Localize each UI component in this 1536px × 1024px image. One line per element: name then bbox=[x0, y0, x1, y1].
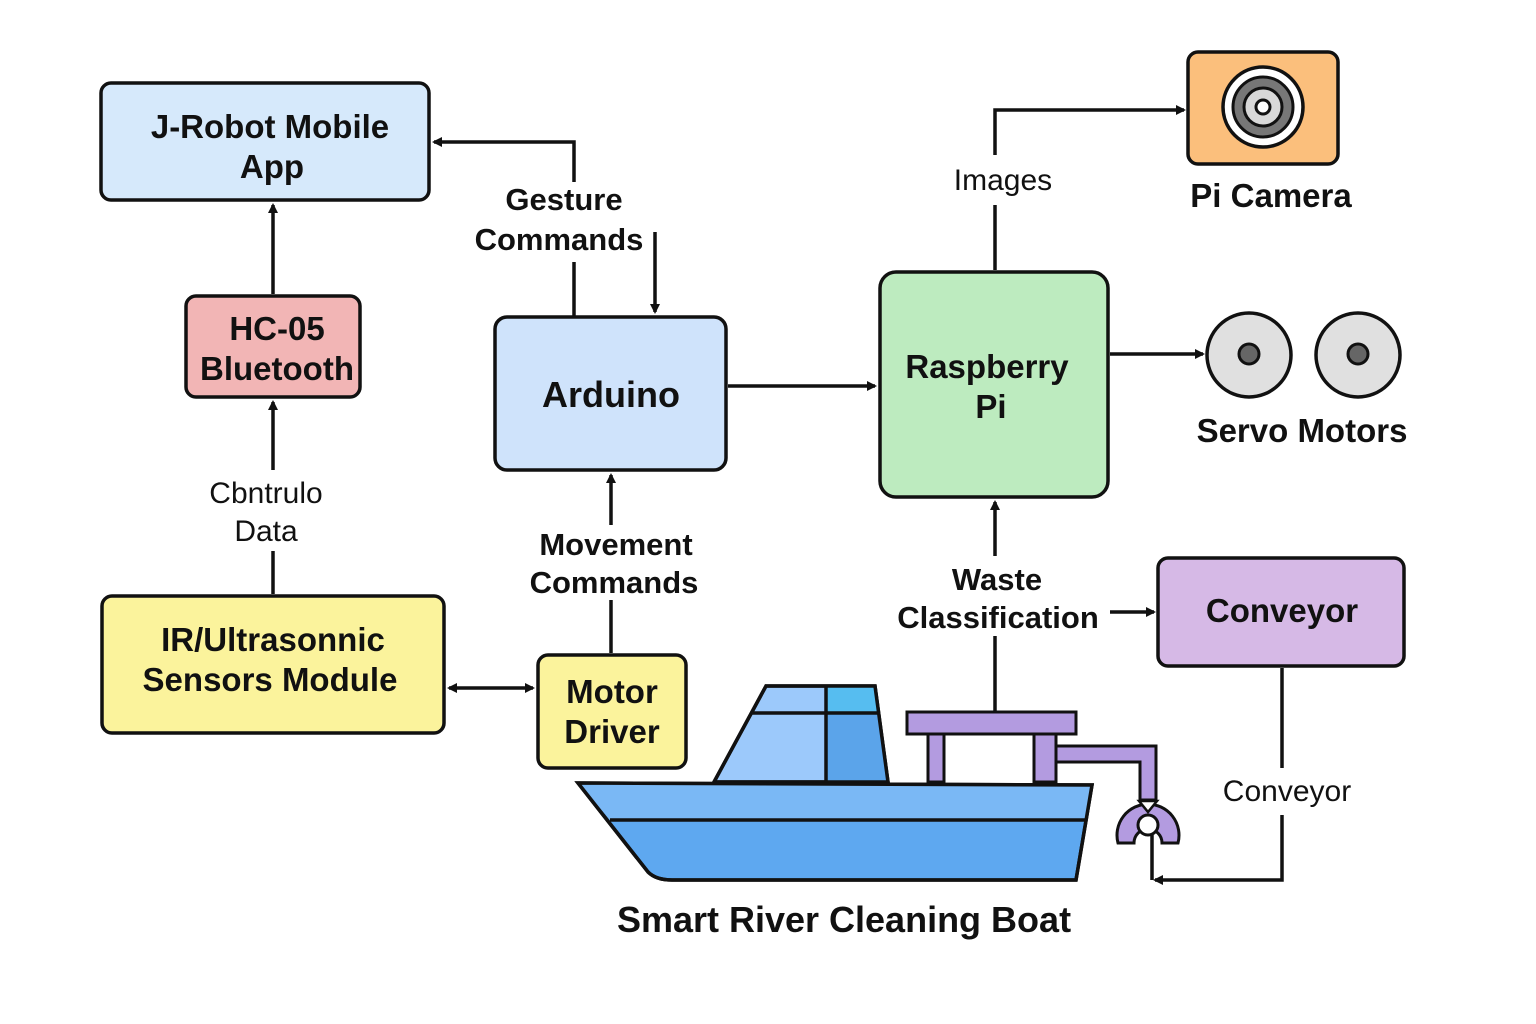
bluetooth-box bbox=[184, 294, 362, 399]
mobile-app-label-line1: J-Robot Mobile bbox=[151, 108, 389, 145]
boat-illustration: Smart River Cleaning Boat bbox=[574, 684, 1181, 940]
camera-lens-icon bbox=[1221, 65, 1305, 149]
movement-label-line2: Commands bbox=[530, 565, 699, 600]
pi-camera-node: Pi Camera bbox=[1186, 50, 1352, 214]
arduino-box bbox=[493, 315, 728, 472]
conveyor-box bbox=[1156, 556, 1406, 668]
conveyor-to-claw-arrow bbox=[1153, 815, 1284, 885]
waste-label-line1: Waste bbox=[952, 562, 1042, 597]
sensors-label-line2: Sensors Module bbox=[143, 661, 398, 698]
motor-driver-label-line2: Driver bbox=[564, 713, 660, 750]
control-data-label-line2: Data bbox=[234, 515, 298, 548]
movement-label-line1: Movement bbox=[539, 527, 692, 562]
bluetooth-label-line1: HC-05 bbox=[229, 310, 324, 347]
arduino-label: Arduino bbox=[542, 374, 680, 415]
waste-label-line2: Classification bbox=[897, 600, 1099, 635]
mobile-app-box bbox=[99, 81, 431, 202]
arduino-node: Arduino bbox=[493, 315, 728, 472]
servo-motors-node: Servo Motors bbox=[1197, 311, 1408, 449]
raspberry-pi-node: Raspberry Pi bbox=[878, 270, 1110, 499]
mobile-app-node: J-Robot Mobile App bbox=[99, 81, 431, 202]
sensors-box bbox=[100, 594, 446, 735]
pi-camera-label: Pi Camera bbox=[1190, 177, 1352, 214]
raspberry-pi-box bbox=[878, 270, 1110, 499]
boat-title: Smart River Cleaning Boat bbox=[617, 899, 1071, 940]
gesture-label-line2: Commands bbox=[475, 222, 644, 257]
mobile-app-label-line2: App bbox=[240, 148, 304, 185]
bluetooth-label-line2: Bluetooth bbox=[200, 350, 354, 387]
control-data-label-line1: Cbntrulo bbox=[209, 477, 322, 510]
motor-driver-box bbox=[536, 653, 688, 770]
conveyor-node: Conveyor bbox=[1156, 556, 1406, 668]
servo-motor-icon bbox=[1314, 311, 1402, 399]
bluetooth-node: HC-05 Bluetooth bbox=[184, 294, 362, 399]
images-label: Images bbox=[954, 164, 1052, 197]
servo-motors-label: Servo Motors bbox=[1197, 412, 1408, 449]
pi-to-camera-arrow bbox=[993, 105, 1186, 155]
servo-motor-icon bbox=[1205, 311, 1293, 399]
conveyor-label: Conveyor bbox=[1206, 592, 1358, 629]
sensors-label-line1: IR/Ultrasonnic bbox=[161, 621, 385, 658]
arduino-to-app-arrow-upper bbox=[432, 137, 576, 182]
motor-driver-label-line1: Motor bbox=[566, 673, 658, 710]
gesture-label-line1: Gesture bbox=[505, 182, 622, 217]
conveyor-edge-label: Conveyor bbox=[1223, 775, 1351, 808]
raspberry-pi-label-line1: Raspberry bbox=[905, 348, 1069, 385]
raspberry-pi-label-line2: Pi bbox=[975, 388, 1006, 425]
sensors-node: IR/Ultrasonnic Sensors Module bbox=[100, 594, 446, 735]
motor-driver-node: Motor Driver bbox=[536, 653, 688, 770]
